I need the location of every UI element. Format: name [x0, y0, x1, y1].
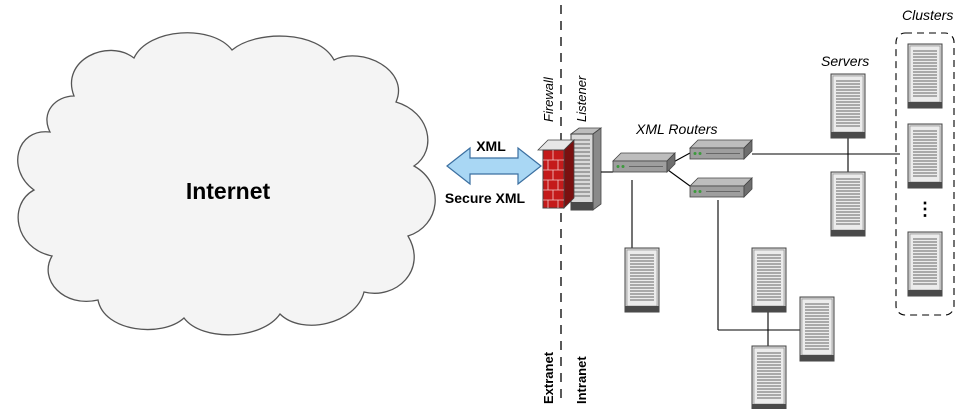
- router-top-icon: [689, 139, 753, 160]
- cluster-server-icon: [907, 231, 943, 297]
- clusters-group: [895, 32, 955, 316]
- xml-exchange-arrow-icon: [446, 146, 542, 186]
- server-icon: [624, 247, 660, 313]
- cluster-server-icon: [907, 43, 943, 109]
- listener-label: Listener: [574, 75, 589, 122]
- xml-label: XML: [476, 138, 506, 154]
- intranet-label: Intranet: [574, 356, 589, 404]
- extranet-label: Extranet: [541, 351, 556, 404]
- server-icon: [830, 171, 866, 237]
- cluster-ellipsis: ⋮: [916, 199, 934, 219]
- servers-label: Servers: [821, 53, 869, 69]
- xml-routers-label: XML Routers: [635, 121, 717, 137]
- secure-xml-label: Secure XML: [445, 190, 526, 206]
- connection-lines: [601, 138, 900, 346]
- server-icon: [751, 345, 787, 409]
- internet-cloud-icon: [17, 32, 436, 336]
- firewall-icon: [537, 139, 575, 209]
- internet-label: Internet: [186, 178, 271, 204]
- router-bottom-icon: [689, 177, 753, 198]
- server-icon: [830, 73, 866, 139]
- router-center-icon: [612, 152, 676, 173]
- server-icon: [751, 247, 787, 313]
- server-icon: [799, 296, 835, 362]
- cluster-server-icon: [907, 123, 943, 189]
- clusters-label: Clusters: [902, 7, 953, 23]
- listener-server-icon: [569, 127, 603, 211]
- firewall-label: Firewall: [541, 76, 556, 122]
